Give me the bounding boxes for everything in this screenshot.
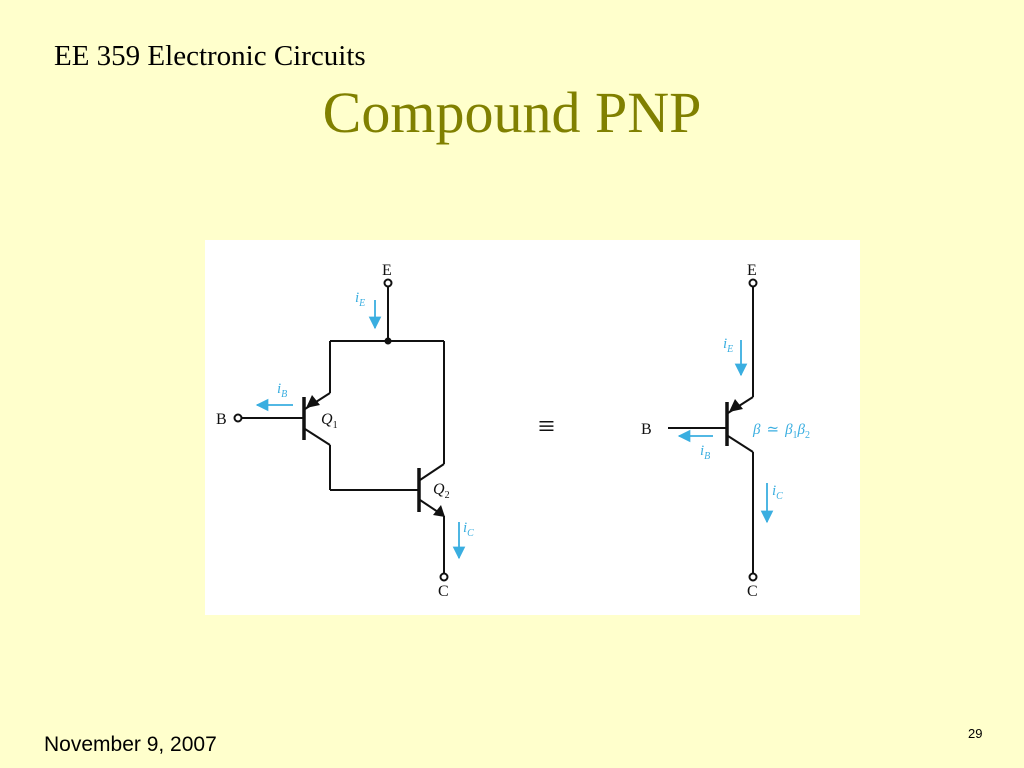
right-terminal-e-node xyxy=(748,278,758,288)
left-circuit xyxy=(233,278,449,582)
q1-emitter-arrowhead xyxy=(306,395,320,408)
right-label-c: C xyxy=(747,583,758,600)
slide-title: Compound PNP xyxy=(322,80,702,145)
q2-upper-diag xyxy=(419,463,445,481)
left-terminal-e-node xyxy=(383,278,393,288)
label-q2: Q2 xyxy=(433,481,450,501)
right-current-ib-label: iB xyxy=(700,443,710,462)
right-collector-diag xyxy=(727,435,754,453)
right-current-ic-label: iC xyxy=(772,483,783,502)
q2-emitter-arrowhead xyxy=(433,505,445,517)
right-current-ie-label: iE xyxy=(723,336,733,355)
beta-relation-label: β≃β1β2 xyxy=(752,422,810,441)
right-circuit xyxy=(668,278,758,582)
left-current-ib-label: iB xyxy=(277,381,287,400)
left-current-ie-label: iE xyxy=(355,290,365,309)
left-terminal-b-node xyxy=(233,413,243,423)
equivalence-symbol: ≡ xyxy=(538,410,555,443)
left-current-ic-label: iC xyxy=(463,520,474,539)
circuit-figure: E B C iE iB iC Q1 Q2 ≡ E B C iE iB iC β≃… xyxy=(205,240,860,615)
page-number: 29 xyxy=(968,726,983,741)
label-q1: Q1 xyxy=(321,411,338,431)
left-label-c: C xyxy=(438,583,449,600)
left-label-b: B xyxy=(216,411,227,428)
right-label-b: B xyxy=(641,421,652,438)
course-header: EE 359 Electronic Circuits xyxy=(54,40,366,72)
right-terminal-c-node xyxy=(748,572,758,582)
footer-date: November 9, 2007 xyxy=(44,733,217,756)
right-emitter-arrowhead xyxy=(729,399,743,412)
left-terminal-c-node xyxy=(439,572,449,582)
left-label-e: E xyxy=(382,262,392,279)
right-label-e: E xyxy=(747,262,757,279)
circuit-diagram-svg: E B C iE iB iC Q1 Q2 ≡ E B C iE iB iC β≃… xyxy=(216,262,810,600)
q1-collector-diag xyxy=(304,428,331,446)
